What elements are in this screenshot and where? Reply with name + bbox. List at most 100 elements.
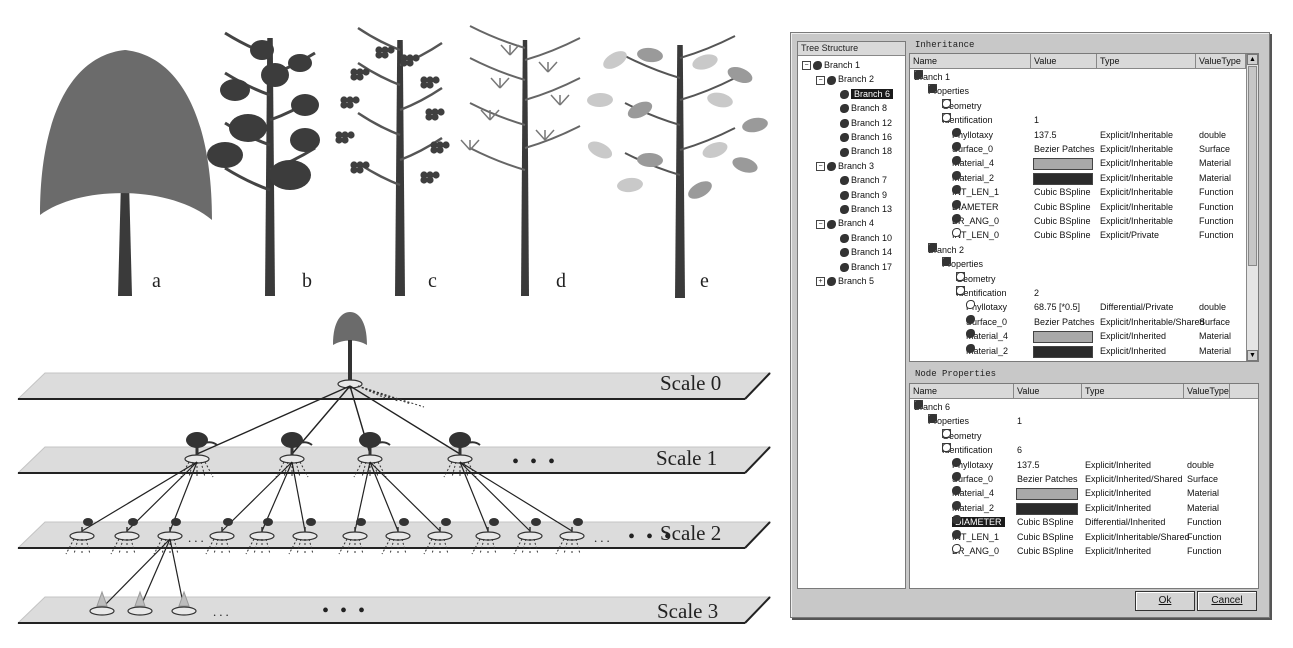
property-icon [966,343,975,353]
inheritance-row[interactable]: +Identification 1 [910,113,1258,127]
tree-item[interactable]: Branch 17 [840,260,892,274]
tree-item[interactable]: −Branch 1 [802,58,860,72]
node-properties-col-valuetype[interactable]: ValueType [1184,384,1230,398]
tree-item[interactable]: −Branch 3 [816,159,874,173]
scrollbar-thumb[interactable] [1248,66,1257,266]
tree-item[interactable]: Branch 7 [840,173,887,187]
inheritance-row[interactable]: −Branch 2 [910,242,1258,257]
node-properties-row[interactable]: −Branch 6 [910,400,1258,414]
node-properties-col-value[interactable]: Value [1014,384,1082,398]
collapse-icon[interactable]: − [816,161,825,171]
dashed-link [346,538,352,555]
tree-item[interactable]: Branch 16 [840,130,892,144]
inheritance-row[interactable]: −Properties [910,84,1258,98]
inheritance-col-name[interactable]: Name [910,54,1031,68]
small-blob-icon [128,518,138,526]
inheritance-col-type[interactable]: Type [1097,54,1196,68]
branch-node-icon [840,118,849,128]
ok-button[interactable]: Ok [1135,591,1195,611]
leaf-cluster [341,136,349,144]
inheritance-row[interactable]: +Geometry [910,271,1258,286]
node-properties-col-name[interactable]: Name [910,384,1014,398]
small-blob-icon [263,518,273,526]
trunk-icon [348,340,352,382]
tree-item[interactable]: Branch 14 [840,245,892,259]
twig [550,94,561,106]
material-swatch [1033,158,1093,171]
scroll-down-icon[interactable]: ▼ [1247,350,1258,361]
dashed-link [533,538,539,555]
plane-edge [744,596,771,624]
property-icon [956,271,965,281]
scale-label: Scale 2 [660,521,721,545]
trunk-icon [458,446,462,458]
property-name: Material_4 [952,486,994,500]
tree-item[interactable]: −Branch 4 [816,216,874,230]
tree-item[interactable]: Branch 13 [840,202,892,216]
property-name: +Identification [942,113,993,127]
node-properties-row[interactable]: +Geometry [910,428,1258,443]
cancel-button[interactable]: Cancel [1197,591,1257,611]
tree-item[interactable]: Branch 9 [840,188,887,202]
branch [524,77,581,101]
tree-item[interactable]: Branch 10 [840,231,892,245]
leaf-cluster [381,46,389,54]
inheritance-row[interactable]: −Properties [910,257,1258,271]
branch [524,37,581,61]
expand-icon[interactable]: + [816,277,825,287]
collapse-icon[interactable]: − [802,61,811,71]
tree-item[interactable]: Branch 6 [840,87,894,101]
leaf [617,177,643,193]
tree-item[interactable]: −Branch 2 [816,72,874,86]
inheritance-scrollbar[interactable]: ▲ ▼ [1246,54,1258,361]
branch-icon [464,441,481,446]
collapse-icon[interactable]: − [816,219,825,229]
tree-item[interactable]: +Branch 5 [816,274,874,288]
property-type: Differential/Inherited [1085,517,1166,528]
hierarchy-link [126,461,198,532]
leaf-cluster [432,171,440,179]
tree-item-label: Branch 10 [851,232,893,243]
inheritance-row[interactable]: −Branch 1 [910,70,1258,84]
leaf [727,66,753,84]
node-properties-col-type[interactable]: Type [1082,384,1184,398]
inheritance-col-value[interactable]: Value [1031,54,1097,68]
inheritance-col-valuetype[interactable]: ValueType [1196,54,1246,68]
scroll-up-icon[interactable]: ▲ [1247,54,1258,65]
property-value: 1 [1034,115,1040,126]
tree-item[interactable]: Branch 18 [840,144,892,158]
inheritance-row[interactable]: +Geometry [910,98,1258,113]
branch-node-icon [840,262,849,272]
branch [524,125,581,149]
collapse-icon[interactable]: − [816,75,825,85]
property-icon [952,228,961,238]
leaf-cluster [335,136,343,144]
tree-item[interactable]: Branch 8 [840,101,887,115]
leaf-blob [207,142,243,168]
branch-node-icon [840,248,849,258]
tree-item[interactable]: Branch 12 [840,116,892,130]
branch-node-icon [840,205,849,215]
